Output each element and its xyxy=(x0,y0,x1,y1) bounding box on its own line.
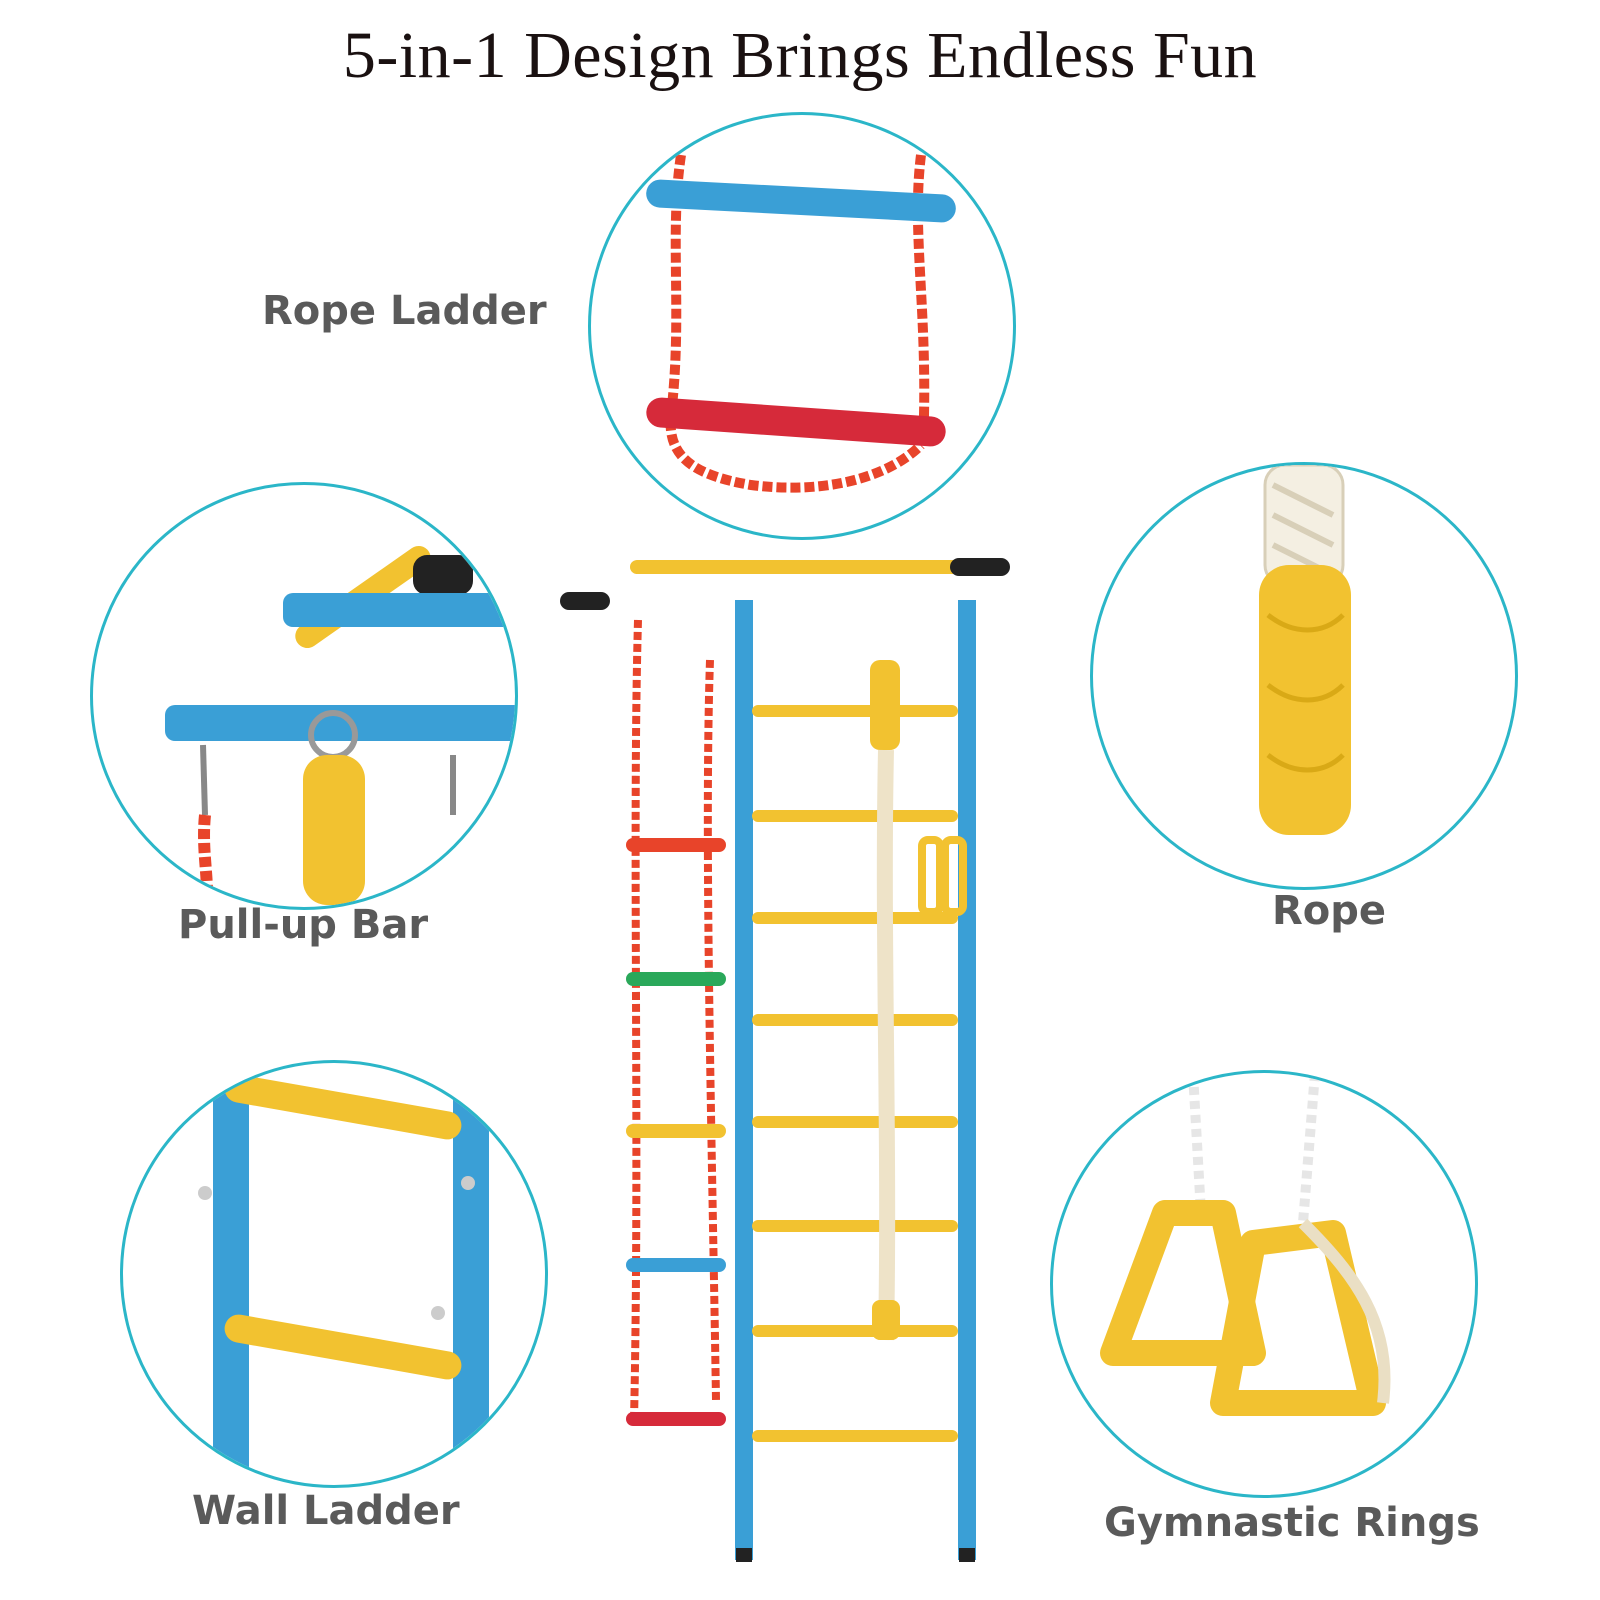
label-rope-ladder: Rope Ladder xyxy=(262,288,547,334)
rope-detail-image xyxy=(1090,462,1518,890)
pull-up-bar-detail-image xyxy=(90,482,518,910)
wall-ladder-detail-image xyxy=(120,1060,548,1488)
wall-bar-set-product-image xyxy=(560,540,1040,1590)
label-wall-ladder: Wall Ladder xyxy=(192,1488,460,1534)
rope-ladder-detail-image xyxy=(588,112,1016,540)
page-title: 5-in-1 Design Brings Endless Fun xyxy=(342,19,1258,92)
label-rope: Rope xyxy=(1272,888,1387,934)
gymnastic-rings-detail-image xyxy=(1050,1070,1478,1498)
label-gymnastic-rings: Gymnastic Rings xyxy=(1104,1500,1480,1546)
